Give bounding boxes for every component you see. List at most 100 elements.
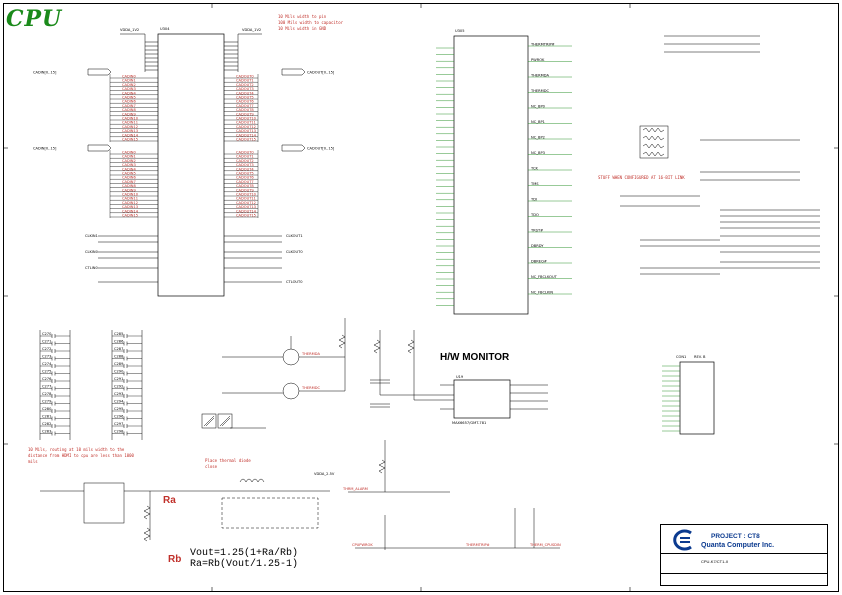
sheet-name: CPU-K7/CT1-II [701, 559, 728, 564]
cadin-signal: CADIN2 [122, 83, 136, 87]
equation-vout: Vout=1.25(1+Ra/Rb) [190, 548, 299, 559]
cap-right: C294 [114, 400, 124, 404]
u305-pin-label: THERMDA [530, 73, 549, 77]
cadin-signal-lo: CADIN4 [122, 167, 136, 171]
cadout-signal-lo: CADOUT2 [236, 159, 254, 163]
cadout-signal-lo: CADOUT12 [236, 201, 256, 205]
cap-left: C281 [42, 415, 51, 419]
cap-right: C298 [114, 430, 124, 434]
cadin-signal-lo: CADIN12 [122, 201, 138, 205]
cap-right: C290 [114, 370, 124, 374]
cadin-signal-lo: CADIN9 [122, 188, 136, 192]
cadin-signal-lo: CADIN13 [122, 205, 138, 209]
cap-left: C275 [42, 370, 51, 374]
cap-right: C292 [114, 385, 123, 389]
company-name: Quanta Computer Inc. [701, 542, 775, 549]
cadin-signal: CADIN9 [122, 112, 136, 116]
u305-pin-label: NC_BP3 [531, 151, 545, 155]
cadout-signal-lo: CADOUT3 [236, 163, 254, 167]
cadin-signal: CADIN8 [122, 108, 136, 112]
u305-pin-label: PWROK [531, 58, 545, 62]
cadin-signal: CADIN14 [122, 133, 139, 137]
cadout-signal: CADOUT14 [236, 133, 257, 137]
cadin-signal: CADIN1 [122, 79, 136, 83]
cadout-signal-lo: CADOUT5 [236, 172, 254, 176]
cap-left: C272 [42, 347, 51, 351]
vdda-label-right: VDDA_1V2 [242, 28, 261, 32]
cadin-signal: CADIN13 [122, 129, 138, 133]
cadout-signal: CADOUT11 [236, 121, 256, 125]
cadin-signal: CADIN4 [122, 91, 136, 95]
cadin-signal-lo: CADIN10 [122, 193, 139, 197]
svg-text:CADOUT[0..15]: CADOUT[0..15] [307, 71, 335, 75]
svg-text:CADIN[0..15]: CADIN[0..15] [33, 71, 57, 75]
cadout-signal-lo: CADOUT7 [236, 180, 254, 184]
thermal-net-1: THERMDA [301, 352, 320, 356]
cadin-signal-lo: CADIN7 [122, 180, 136, 184]
cap-left: C283 [42, 430, 51, 434]
title-row-divider-2 [661, 573, 827, 574]
clk-in0: CLKIN0 [85, 250, 99, 254]
connector-con1: CON1 REV. B [676, 355, 715, 435]
svg-text:MAX6657/GMT-781: MAX6657/GMT-781 [452, 421, 486, 425]
u305-pin-label: TMS [530, 182, 539, 186]
clk-in1: CLKIN1 [85, 234, 98, 238]
cadout-signal: CADOUT8 [236, 108, 254, 112]
cadin-signal: CADIN15 [122, 138, 138, 142]
ctl-out0: CTLOUT0 [286, 280, 303, 284]
u305-pin-label: THERMTRIP# [530, 42, 555, 46]
svg-text:CADIN[0..15]: CADIN[0..15] [33, 147, 57, 151]
hw-monitor-title: H/W MONITOR [440, 352, 510, 363]
cadout-signal-lo: CADOUT6 [236, 176, 254, 180]
routing-note-bottom: 10 Mils, routing at 10 mils width to the… [28, 447, 134, 464]
u305-pin-label: TDO [530, 213, 539, 217]
title-block: PROJECT : CT8 Quanta Computer Inc. CPU-K… [660, 524, 828, 586]
cadout-signal-lo: CADOUT1 [236, 155, 254, 159]
cadout-signal: CADOUT7 [236, 104, 254, 108]
company-logo-icon [673, 529, 692, 551]
cadin-lo-port: CADIN[0..15] [33, 144, 112, 152]
cadin-signal-lo: CADIN5 [122, 172, 136, 176]
cap-left: C271 [42, 340, 51, 344]
cadin-signal: CADIN3 [122, 87, 136, 91]
svg-text:U19: U19 [456, 375, 464, 379]
cap-left: C274 [42, 362, 52, 366]
u305-pin-label: TCK [530, 166, 538, 170]
cadout-lo-port: CADOUT[0..15] [281, 144, 335, 152]
cpu-ic-right: U305 [453, 29, 529, 315]
cadout-signal: CADOUT0 [236, 75, 254, 79]
hw-monitor-ic: U19 MAX6657/GMT-781 [452, 375, 511, 425]
u305-pin-label: NC_BP1 [531, 120, 545, 124]
cadout-signal: CADOUT1 [236, 79, 254, 83]
cap-right: C287 [114, 347, 123, 351]
equation-ra: Ra=Rb(Vout/1.25-1) [190, 559, 299, 570]
cadout-signal: CADOUT10 [236, 117, 257, 121]
ctl-in0: CTLIN0 [85, 266, 98, 270]
cadout-signal: CADOUT6 [236, 100, 254, 104]
sheet-title: CPU [6, 6, 63, 32]
cadin-signal-lo: CADIN6 [122, 176, 136, 180]
u305-pin-label: NC_FBCLKIN [531, 290, 553, 294]
cap-right: C288 [114, 355, 124, 359]
vdda-label-left: VDDA_1V2 [120, 28, 139, 32]
thermtrip-cpu-net: THERM_CPUSDIN [529, 543, 561, 547]
title-row-divider [661, 553, 827, 554]
cadout-signal: CADOUT13 [236, 129, 256, 133]
project-name: PROJECT : CT8 [711, 533, 760, 540]
thermal-diode-note: Place thermal diode close [205, 458, 251, 469]
cadin-signal: CADIN10 [122, 117, 139, 121]
cap-right: C296 [114, 415, 124, 419]
u305-pin-label: NC_FBCLKOUT [531, 275, 558, 279]
cadin-signal-lo: CADIN2 [122, 159, 136, 163]
u305-pin-label: NC_BP2 [531, 135, 545, 139]
cadin-signal-lo: CADIN11 [122, 197, 138, 201]
cadin-signal: CADIN0 [122, 75, 136, 79]
cap-left: C278 [42, 392, 52, 396]
u305-pin-label: DBREQ# [531, 259, 547, 263]
cap-right: C293 [114, 392, 123, 396]
cap-left: C277 [42, 385, 51, 389]
cap-left: C279 [42, 400, 52, 404]
clk-out0: CLKOUT0 [286, 250, 303, 254]
cadin-signal: CADIN11 [122, 121, 138, 125]
